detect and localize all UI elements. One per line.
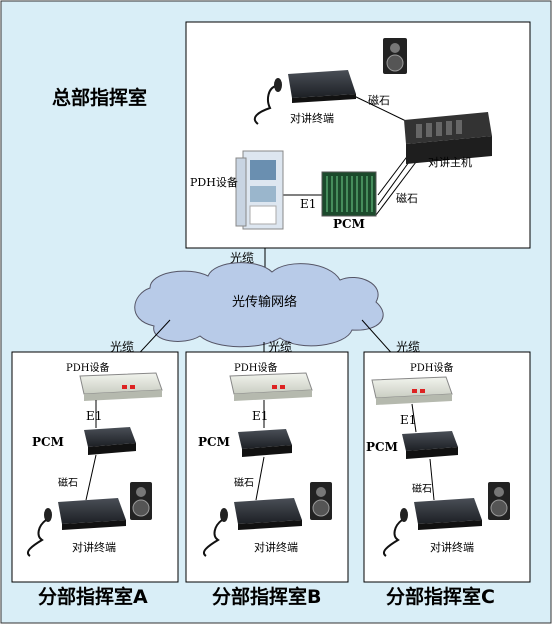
branch-a-cable-label: 光缆 bbox=[110, 340, 134, 354]
branch-c-pcm-icon bbox=[402, 431, 458, 459]
branch-b-cable-label: 光缆 bbox=[268, 340, 292, 354]
branch-a-pcm-label: PCM bbox=[32, 435, 64, 449]
hq-magneto-label: 磁石 bbox=[368, 94, 390, 107]
branch-a-terminal-label: 对讲终端 bbox=[72, 540, 116, 554]
branch-b-pcm-icon bbox=[238, 429, 292, 457]
hq-terminal-label: 对讲终端 bbox=[290, 111, 334, 125]
branch-b-title: 分部指挥室B bbox=[212, 585, 321, 608]
hq-pdh-cabinet-icon bbox=[235, 150, 284, 230]
branch-b: 光缆 PDH设备 E1 PCM 磁石 对讲终端 bbox=[185, 340, 349, 583]
hq-cable-label: 光缆 bbox=[230, 251, 254, 265]
branch-c-speaker-icon bbox=[488, 482, 510, 520]
branch-c-pdh-icon bbox=[371, 376, 453, 405]
network-label: 光传输网络 bbox=[232, 294, 297, 310]
branch-b-intercom-terminal-icon bbox=[202, 498, 302, 557]
optical-network-cloud bbox=[134, 262, 384, 348]
branch-a-pdh-icon bbox=[79, 372, 163, 401]
branch-a-pcm-icon bbox=[84, 427, 136, 455]
hq-magneto2-label: 磁石 bbox=[396, 192, 418, 205]
branch-c-terminal-label: 对讲终端 bbox=[430, 540, 474, 554]
branch-b-pdh-label: PDH设备 bbox=[234, 361, 277, 374]
branch-c-magneto-label: 磁石 bbox=[412, 482, 432, 495]
hq-pcm-chassis-icon bbox=[321, 171, 377, 217]
branch-c-intercom-terminal-icon bbox=[382, 498, 482, 557]
branch-b-pcm-label: PCM bbox=[198, 435, 230, 449]
branch-c-e1-label: E1 bbox=[400, 413, 416, 427]
hq-intercom-host-label: 对讲主机 bbox=[428, 155, 472, 169]
hq-intercom-terminal-icon bbox=[253, 70, 356, 125]
hq-speaker-icon bbox=[383, 38, 407, 74]
branch-b-magneto-label: 磁石 bbox=[234, 476, 254, 489]
branch-a: 光缆 PDH设备 E1 PCM 磁石 对讲终端 bbox=[11, 340, 179, 583]
branch-a-e1-label: E1 bbox=[86, 409, 102, 423]
branch-c-pcm-label: PCM bbox=[366, 440, 398, 454]
branch-b-pdh-icon bbox=[229, 372, 313, 401]
branch-b-speaker-icon bbox=[310, 482, 332, 520]
branch-a-title: 分部指挥室A bbox=[38, 585, 148, 608]
hq-pdh-label: PDH设备 bbox=[190, 175, 238, 189]
branch-c-cable-label: 光缆 bbox=[396, 340, 420, 354]
hq-title: 总部指挥室 bbox=[52, 86, 147, 109]
hq-intercom-host-icon bbox=[404, 112, 492, 164]
branch-b-e1-label: E1 bbox=[252, 409, 268, 423]
branch-a-magneto-label: 磁石 bbox=[58, 476, 78, 489]
hq-pcm-label: PCM bbox=[333, 217, 365, 231]
branch-b-terminal-label: 对讲终端 bbox=[254, 540, 298, 554]
branch-a-pdh-label: PDH设备 bbox=[66, 361, 109, 374]
hq-e1-label: E1 bbox=[300, 197, 316, 211]
branch-a-intercom-terminal-icon bbox=[26, 498, 126, 557]
branch-c: 光缆 PDH设备 E1 PCM 磁石 对讲终端 bbox=[363, 340, 531, 583]
branch-c-title: 分部指挥室C bbox=[386, 585, 495, 608]
branch-c-pdh-label: PDH设备 bbox=[410, 361, 453, 374]
branch-a-speaker-icon bbox=[130, 482, 152, 520]
